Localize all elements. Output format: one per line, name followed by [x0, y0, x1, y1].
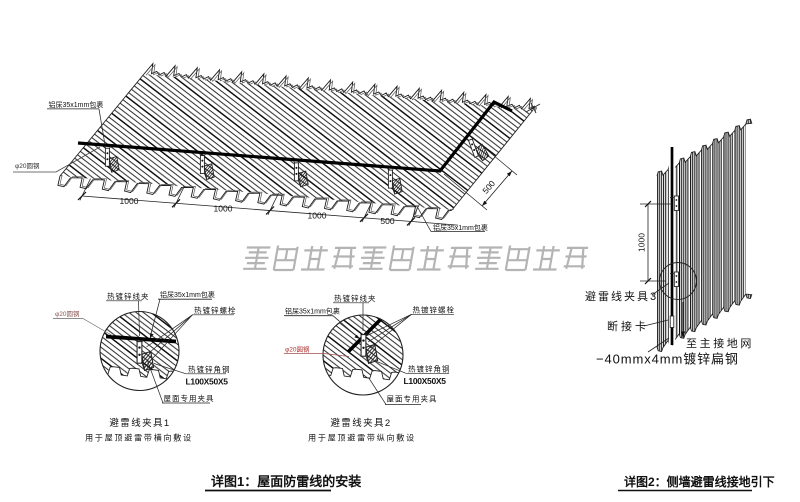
svg-text:铝杘35x1mm包裹: 铝杘35x1mm包裹 — [433, 223, 488, 232]
svg-text:铝杘35x1mm包裹: 铝杘35x1mm包裹 — [160, 290, 215, 299]
svg-text:热镀锌线夹: 热镀锌线夹 — [107, 291, 150, 301]
svg-text:避雷线夹具1: 避雷线夹具1 — [109, 417, 170, 429]
svg-text:屋面专用夹具: 屋面专用夹具 — [164, 393, 215, 403]
svg-text:热镀锌螺栓: 热镀锌螺栓 — [194, 305, 237, 315]
svg-text:500: 500 — [380, 216, 394, 226]
svg-text:1000: 1000 — [120, 196, 139, 206]
svg-text:铝杘35x1mm包裹: 铝杘35x1mm包裹 — [49, 100, 104, 109]
svg-text:屋面专用夹具: 屋面专用夹具 — [387, 394, 438, 404]
svg-text:φ20圆钢: φ20圆钢 — [55, 310, 80, 318]
svg-text:L100X50X5: L100X50X5 — [404, 376, 447, 386]
svg-text:至主接地网: 至主接地网 — [686, 337, 754, 350]
svg-text:φ20圆钢: φ20圆钢 — [15, 162, 40, 170]
svg-text:用于屋顶避雷带横向敷设: 用于屋顶避雷带横向敷设 — [85, 433, 193, 443]
svg-text:1000: 1000 — [637, 233, 647, 252]
svg-text:φ20圆钢: φ20圆钢 — [285, 346, 310, 354]
svg-text:断接卡: 断接卡 — [607, 319, 649, 333]
svg-text:1000: 1000 — [308, 211, 327, 221]
svg-text:热镀锌角钢: 热镀锌角钢 — [188, 364, 231, 374]
svg-text:铝杘35x1mm包裹: 铝杘35x1mm包裹 — [285, 307, 340, 316]
svg-text:L100X50X5: L100X50X5 — [186, 377, 229, 387]
svg-text:详图1：屋面防雷线的安装: 详图1：屋面防雷线的安装 — [211, 474, 361, 489]
svg-text:−40mmx4mm镀锌扁钢: −40mmx4mm镀锌扁钢 — [596, 352, 739, 367]
svg-text:避雷线夹具3: 避雷线夹具3 — [585, 289, 658, 303]
svg-text:热镀锌线夹: 热镀锌线夹 — [334, 293, 377, 303]
svg-text:详图2：侧墙避雷线接地引下: 详图2：侧墙避雷线接地引下 — [624, 474, 775, 489]
svg-text:1000: 1000 — [214, 203, 233, 213]
svg-text:用于屋顶避雷带纵向敷设: 用于屋顶避雷带纵向敷设 — [308, 433, 416, 443]
svg-text:避雷线夹具2: 避雷线夹具2 — [330, 417, 391, 429]
svg-text:热镀锌角钢: 热镀锌角钢 — [408, 364, 451, 374]
svg-text:热镀锌螺栓: 热镀锌螺栓 — [413, 305, 456, 315]
